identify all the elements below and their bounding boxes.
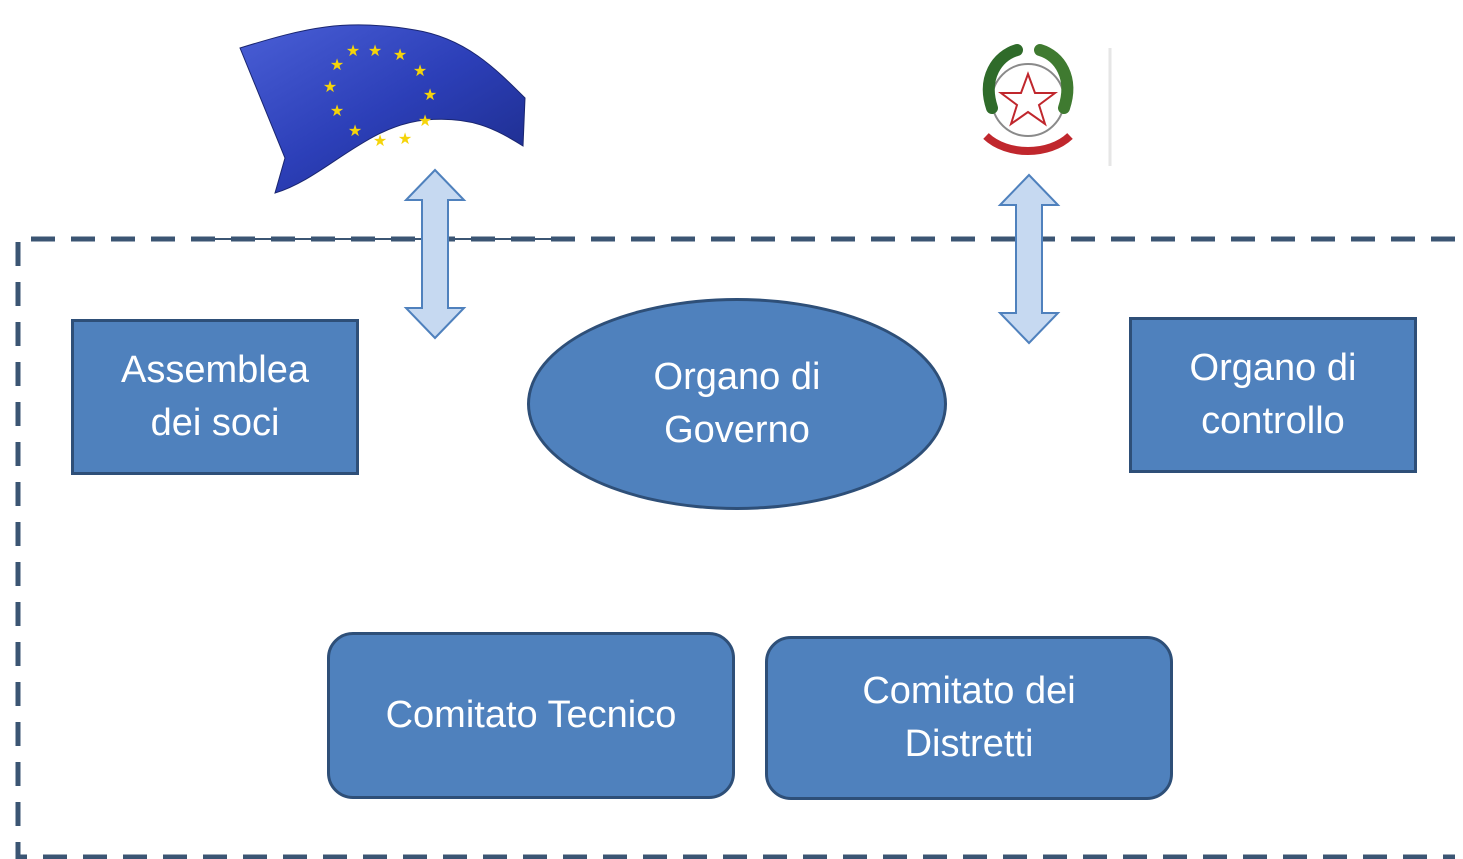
svg-text:★: ★: [330, 103, 344, 120]
node-label: Comitato Tecnico: [385, 693, 677, 736]
node-comitato-dei-distretti: Comitato dei Distretti: [765, 636, 1173, 800]
double-arrow-vertical-icon: [403, 168, 467, 340]
svg-text:★: ★: [423, 87, 437, 104]
svg-text:★: ★: [323, 79, 337, 96]
node-assemblea-dei-soci: Assemblea dei soci: [71, 319, 359, 475]
node-label: Assemblea dei soci: [121, 348, 309, 444]
svg-text:★: ★: [348, 123, 362, 140]
node-label: Comitato dei Distretti: [862, 669, 1076, 765]
svg-text:★: ★: [373, 133, 387, 150]
svg-text:★: ★: [368, 43, 382, 60]
italian-republic-emblem-icon: [982, 44, 1112, 166]
double-arrow-vertical-icon: [997, 173, 1061, 345]
node-comitato-tecnico: Comitato Tecnico: [327, 632, 735, 799]
node-label: Organo di controllo: [1189, 346, 1357, 442]
node-organo-di-governo: Organo di Governo: [527, 298, 947, 510]
node-label: Organo di Governo: [653, 355, 821, 451]
svg-text:★: ★: [330, 57, 344, 74]
node-organo-di-controllo: Organo di controllo: [1129, 317, 1417, 473]
svg-text:★: ★: [398, 131, 412, 148]
eu-flag-icon: ★ ★ ★ ★ ★ ★ ★ ★ ★ ★ ★ ★: [239, 24, 526, 194]
boundary-outline: [15, 236, 1455, 859]
svg-text:★: ★: [418, 113, 432, 130]
svg-text:★: ★: [413, 63, 427, 80]
svg-text:★: ★: [393, 47, 407, 64]
svg-text:★: ★: [346, 43, 360, 60]
